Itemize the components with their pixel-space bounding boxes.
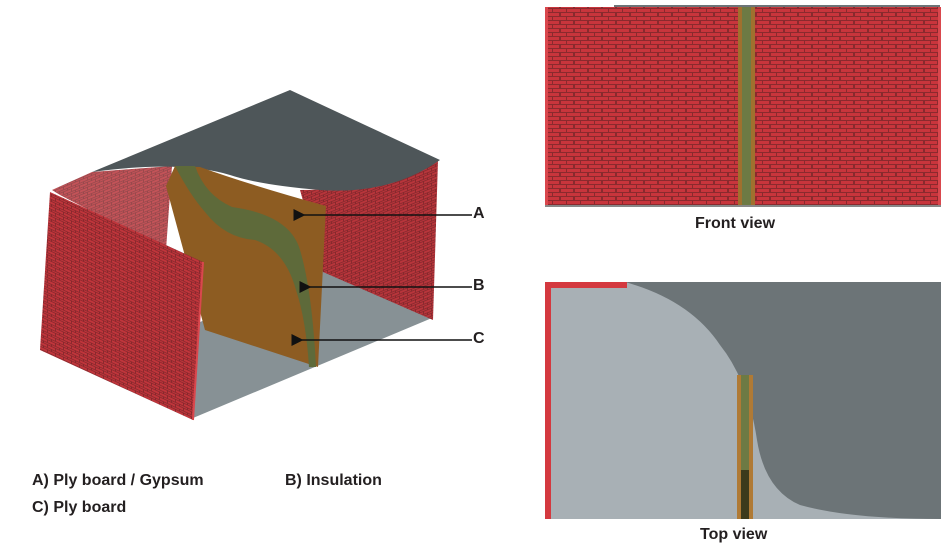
legend-a: A) Ply board / Gypsum — [32, 472, 204, 489]
ply-board-partition — [166, 166, 326, 367]
back-left-wall — [52, 166, 172, 250]
isometric-view — [40, 90, 472, 421]
callout-c: C — [473, 330, 485, 347]
callout-a: A — [473, 205, 485, 222]
front-view — [545, 5, 941, 207]
legend-b: B) Insulation — [285, 472, 382, 489]
ceiling — [92, 90, 440, 191]
legend-c: C) Ply board — [32, 499, 127, 516]
front-left-wall — [40, 192, 203, 420]
top-view — [545, 282, 941, 519]
callout-b: B — [473, 277, 485, 294]
insulation-layer — [175, 166, 316, 367]
front-view-caption: Front view — [695, 215, 776, 232]
right-wall — [300, 160, 438, 320]
top-view-caption: Top view — [700, 526, 768, 543]
